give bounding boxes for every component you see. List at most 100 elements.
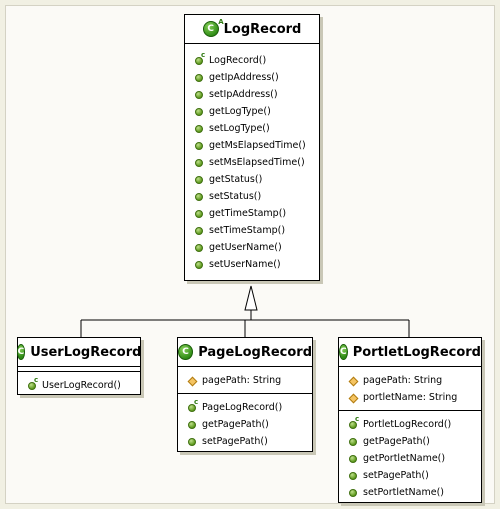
field-icon: [186, 375, 202, 387]
generalization-arrow: [244, 285, 258, 311]
method-row[interactable]: getUserName(): [193, 239, 319, 256]
method-row[interactable]: getStatus(): [193, 171, 319, 188]
method-label: setIpAddress(): [209, 89, 278, 100]
method-label: PageLogRecord(): [202, 402, 283, 413]
class-name: PageLogRecord: [198, 344, 312, 360]
method-label: getPagePath(): [363, 436, 430, 447]
class-icon: C: [339, 344, 348, 360]
class-name: PortletLogRecord: [352, 344, 481, 360]
method-label: getIpAddress(): [209, 72, 279, 83]
field-icon: [347, 392, 363, 404]
method-row[interactable]: getTimeStamp(): [193, 205, 319, 222]
class-name: UserLogRecord: [30, 344, 142, 360]
public-method-icon: [193, 208, 209, 220]
constructor-icon: c: [26, 376, 42, 392]
public-method-icon: [193, 123, 209, 135]
fields-section: pagePath: String portletName: String: [339, 367, 481, 411]
public-method-icon: [193, 89, 209, 101]
method-label: setPagePath(): [202, 436, 268, 447]
field-label: pagePath: String: [202, 375, 282, 386]
class-icon: C: [16, 344, 26, 360]
method-label: getPagePath(): [202, 419, 269, 430]
method-label: LogRecord(): [209, 55, 267, 66]
public-method-icon: [347, 470, 363, 482]
class-icon: C: [178, 344, 194, 360]
method-label: getStatus(): [209, 174, 263, 185]
field-row[interactable]: pagePath: String: [186, 372, 312, 389]
public-method-icon: [193, 242, 209, 254]
fields-section: [18, 367, 140, 372]
public-method-icon: [193, 259, 209, 271]
field-icon: [347, 375, 363, 387]
class-header: C PageLogRecord: [178, 338, 312, 367]
constructor-icon: c: [347, 415, 363, 431]
constructor-icon: c: [193, 51, 209, 67]
class-header: C PortletLogRecord: [339, 338, 481, 367]
field-row[interactable]: portletName: String: [347, 389, 481, 406]
public-method-icon: [193, 191, 209, 203]
method-row[interactable]: setStatus(): [193, 188, 319, 205]
method-row[interactable]: setMsElapsedTime(): [193, 154, 319, 171]
method-row[interactable]: getMsElapsedTime(): [193, 137, 319, 154]
method-row[interactable]: setIpAddress(): [193, 86, 319, 103]
class-name: LogRecord: [223, 21, 302, 37]
field-label: portletName: String: [363, 392, 458, 403]
fields-section: pagePath: String: [178, 367, 312, 394]
method-label: getMsElapsedTime(): [209, 140, 306, 151]
inheritance-connectors: [80, 285, 410, 337]
method-label: getTimeStamp(): [209, 208, 287, 219]
public-method-icon: [193, 140, 209, 152]
method-label: getUserName(): [209, 242, 282, 253]
method-row[interactable]: getPortletName(): [347, 450, 481, 467]
public-method-icon: [193, 106, 209, 118]
field-row[interactable]: pagePath: String: [347, 372, 481, 389]
method-label: setPagePath(): [363, 470, 429, 481]
public-method-icon: [347, 487, 363, 499]
public-method-icon: [347, 453, 363, 465]
method-row[interactable]: setUserName(): [193, 256, 319, 273]
constructor-icon: c: [186, 398, 202, 414]
method-row[interactable]: getLogType(): [193, 103, 319, 120]
method-label: getLogType(): [209, 106, 271, 117]
method-label: setMsElapsedTime(): [209, 157, 305, 168]
method-row[interactable]: setPagePath(): [186, 433, 312, 450]
public-method-icon: [347, 436, 363, 448]
public-method-icon: [193, 174, 209, 186]
public-method-icon: [186, 436, 202, 448]
method-label: setLogType(): [209, 123, 270, 134]
public-method-icon: [186, 419, 202, 431]
method-label: setUserName(): [209, 259, 281, 270]
public-method-icon: [193, 157, 209, 169]
class-portlet-log-record[interactable]: C PortletLogRecord pagePath: String portl…: [338, 337, 482, 503]
method-label: setTimeStamp(): [209, 225, 286, 236]
class-header: C UserLogRecord: [16, 338, 142, 367]
method-label: getPortletName(): [363, 453, 446, 464]
method-label: PortletLogRecord(): [363, 419, 452, 430]
method-label: setStatus(): [209, 191, 262, 202]
method-row[interactable]: setPagePath(): [347, 467, 481, 484]
method-row[interactable]: setLogType(): [193, 120, 319, 137]
method-label: UserLogRecord(): [42, 380, 121, 391]
method-row[interactable]: setTimeStamp(): [193, 222, 319, 239]
public-method-icon: [193, 72, 209, 84]
method-row[interactable]: getIpAddress(): [193, 69, 319, 86]
method-row[interactable]: getPagePath(): [186, 416, 312, 433]
method-label: setPortletName(): [363, 487, 445, 498]
method-row[interactable]: setPortletName(): [347, 484, 481, 501]
field-label: pagePath: String: [363, 375, 443, 386]
method-row[interactable]: getPagePath(): [347, 433, 481, 450]
